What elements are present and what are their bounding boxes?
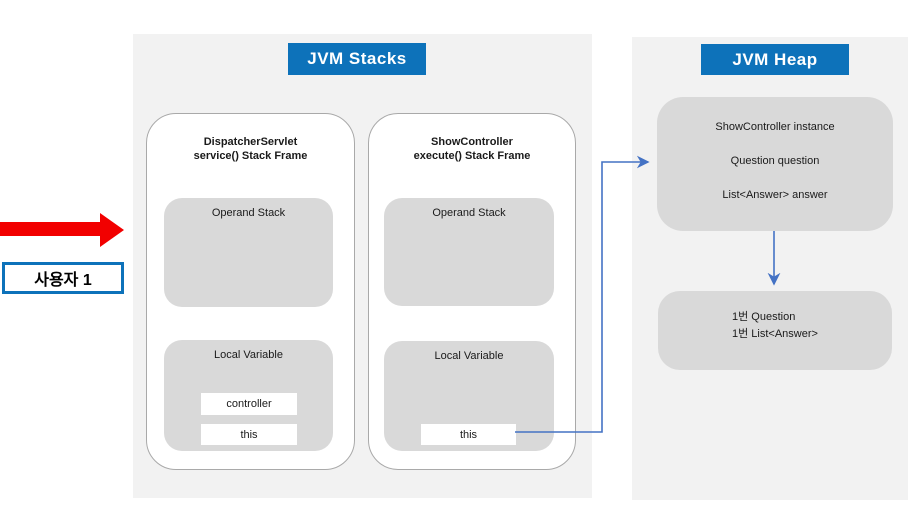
variable-slot-this: this (201, 424, 297, 445)
frame-title-line2: service() Stack Frame (193, 150, 308, 162)
variable-slot-this: this (421, 424, 516, 445)
stack-frame-show-controller: ShowController execute() Stack Frame Ope… (368, 113, 576, 470)
jvm-stacks-header: JVM Stacks (288, 43, 426, 75)
stack-frame-dispatcher-servlet: DispatcherServlet service() Stack Frame … (146, 113, 355, 470)
heap-instance-line2: Question question (730, 155, 820, 167)
heap-object-line2: 1번 List<Answer> (732, 328, 818, 340)
heap-object-line1: 1번 Question (732, 311, 796, 323)
stack-frame-title: DispatcherServlet service() Stack Frame (147, 135, 354, 163)
variable-slot-controller: controller (201, 393, 297, 415)
heap-instance-box: ShowController instance Question questio… (657, 97, 893, 231)
operand-stack-label: Operand Stack (211, 207, 286, 219)
heap-instance-line1: ShowController instance (715, 121, 835, 133)
local-variable-box: Local Variable this (384, 341, 554, 451)
user-request-arrow-icon (0, 213, 124, 247)
user-label-box: 사용자 1 (2, 262, 124, 294)
stack-frame-title: ShowController execute() Stack Frame (369, 135, 575, 163)
jvm-heap-header: JVM Heap (701, 44, 849, 75)
frame-title-line1: ShowController (431, 136, 513, 148)
frame-title-line1: DispatcherServlet (203, 136, 298, 148)
operand-stack-label: Operand Stack (432, 207, 506, 219)
heap-instance-line3: List<Answer> answer (722, 189, 828, 201)
heap-object-box: 1번 Question 1번 List<Answer> (658, 291, 892, 370)
operand-stack-box: Operand Stack (384, 198, 554, 306)
local-variable-label: Local Variable (214, 349, 283, 361)
local-variable-box: Local Variable controller this (164, 340, 333, 451)
frame-title-line2: execute() Stack Frame (413, 150, 531, 162)
local-variable-label: Local Variable (434, 350, 504, 362)
operand-stack-box: Operand Stack (164, 198, 333, 307)
